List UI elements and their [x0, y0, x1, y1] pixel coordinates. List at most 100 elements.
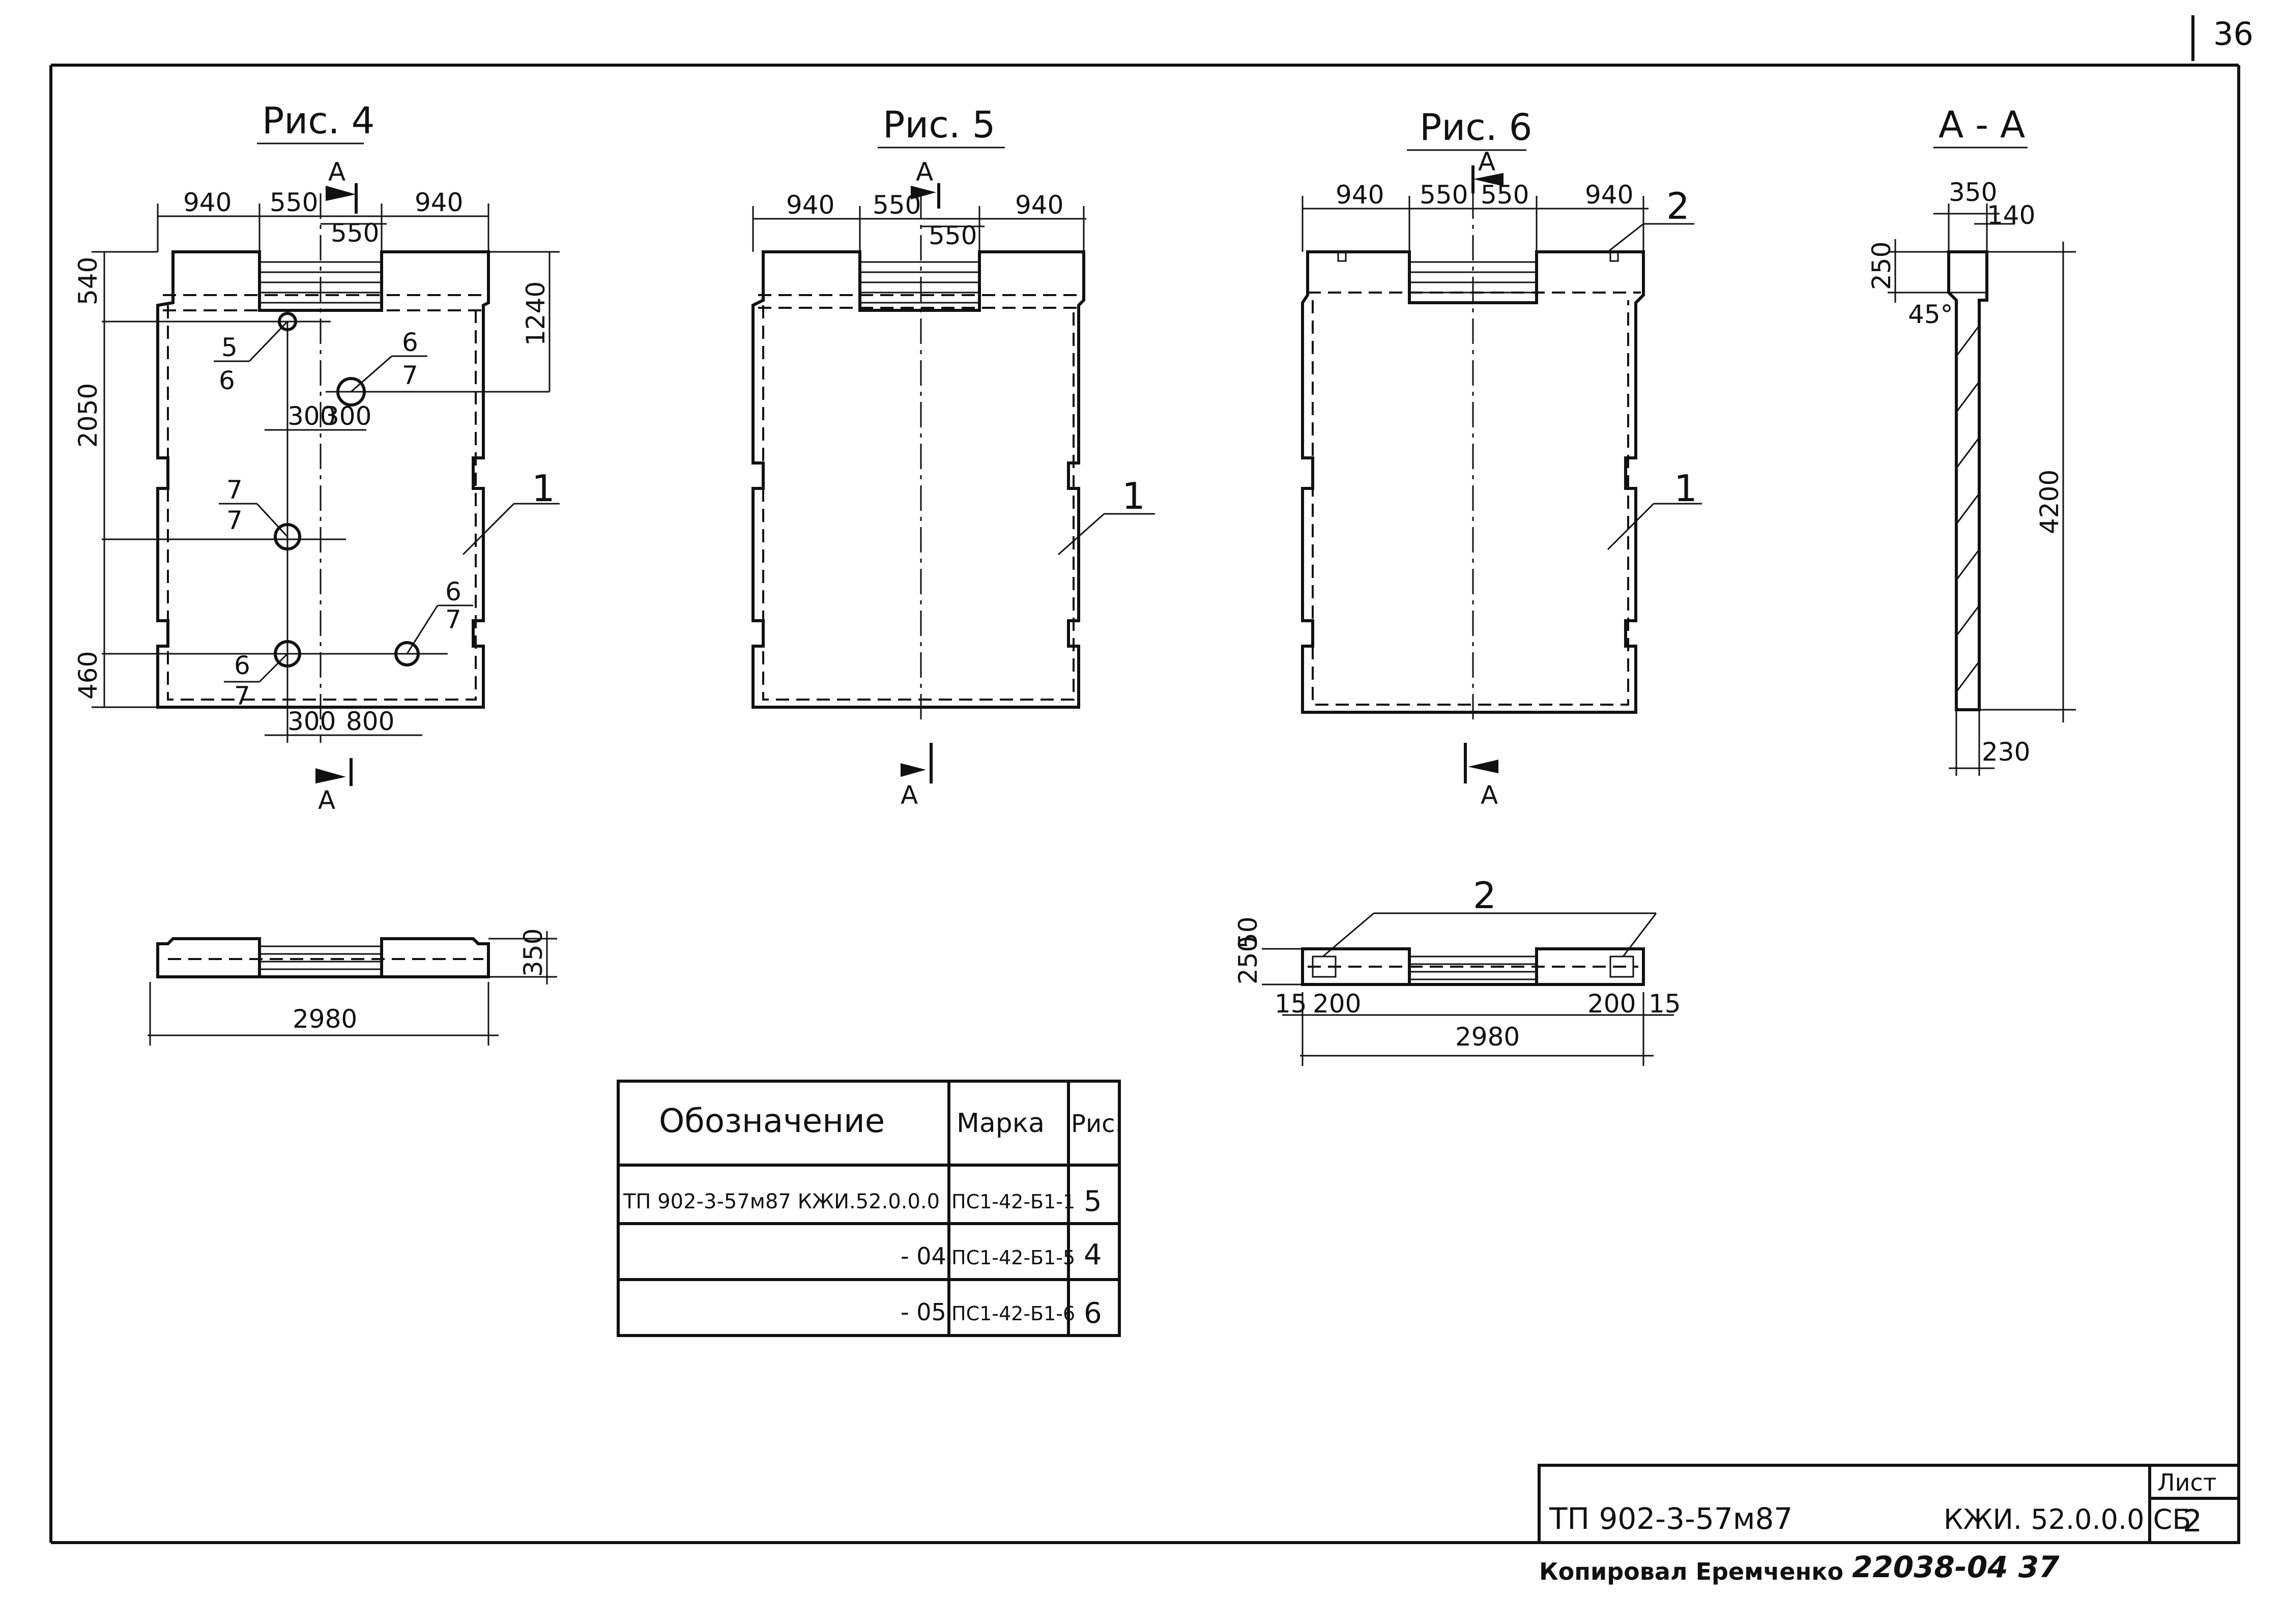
table-row: ТП 902-3-57м87 КЖИ.52.0.0.0 ПС1-42-Б1-1 …	[623, 1185, 1102, 1218]
spec-row-designation: - 05	[901, 1298, 946, 1326]
fig4-hole-dim-lower-2: 800	[346, 707, 394, 736]
fig4-hole-dim-upper-2: 300	[323, 401, 371, 431]
fig5-dim-top-1: 940	[786, 190, 834, 220]
fig4-dim-left-1: 540	[73, 257, 103, 305]
spec-row-fig: 6	[1084, 1297, 1102, 1330]
spec-header-designation: Обозначение	[659, 1103, 885, 1140]
svg-text:7: 7	[445, 605, 461, 634]
fig4-callout: 7 7	[219, 475, 288, 538]
fig5-item-1: 1	[1122, 475, 1145, 517]
fig4-panel-outline	[156, 250, 490, 709]
table-row: - 04 ПС1-42-Б1-5 4	[901, 1238, 1102, 1271]
title-block-code: КЖИ. 52.0.0.0 СБ	[1944, 1503, 2191, 1535]
title-block: ТП 902-3-57м87 КЖИ. 52.0.0.0 СБ Лист 2	[1538, 1464, 2240, 1544]
svg-text:5: 5	[221, 333, 238, 362]
fig6-item-1: 1	[1674, 467, 1697, 510]
svg-text:6: 6	[234, 651, 250, 680]
fig6-dim-top-2: 550	[1420, 180, 1468, 210]
spec-header-fig: Рис.	[1071, 1110, 1123, 1138]
fig6-plan-dim-3: 15	[1275, 989, 1307, 1019]
spec-table: Обозначение Марка Рис. ТП 902-3-57м87 КЖ…	[617, 1080, 1123, 1337]
section-aa-dim-2: 140	[1987, 200, 2035, 230]
section-aa-dim-3: 250	[1867, 242, 1896, 290]
fig5-dim-top-3: 940	[1015, 190, 1063, 220]
section-aa: А - А 350 140 250 45° 4200 230	[1867, 103, 2076, 776]
figure-6: Рис. 6 940 550 550 940 А А 2 1	[1301, 106, 1702, 810]
fig6-plan-item-2: 2	[1473, 874, 1496, 917]
spec-header-mark: Марка	[957, 1108, 1045, 1139]
fig6-section-mark-top: А	[1478, 147, 1495, 177]
fig6-dim-top-3: 550	[1481, 180, 1529, 210]
spec-row-mark: ПС1-42-Б1-5	[951, 1246, 1075, 1269]
fig6-plan-dim-5: 200	[1587, 989, 1636, 1019]
svg-text:7: 7	[226, 475, 243, 505]
fig4-dim-left-2: 2050	[73, 383, 103, 448]
svg-text:6: 6	[219, 366, 235, 395]
fig4-dim-left-3: 460	[73, 651, 103, 700]
fig6-title: Рис. 6	[1420, 106, 1532, 149]
fig4-section-mark-bottom: А	[318, 786, 335, 815]
fig4-callout: 6 7	[406, 577, 473, 654]
footer-copied-by: Копировал Еремченко	[1539, 1558, 1843, 1585]
fig5-panel-outline	[751, 250, 1085, 709]
section-aa-profile	[1947, 250, 1988, 711]
fig6-item-2-top: 2	[1666, 185, 1690, 227]
fig5-section-mark-top: А	[916, 157, 933, 187]
spec-row-fig: 4	[1084, 1238, 1102, 1271]
figure-6-plan: 2 2980 50 250 15 200 200 15	[1233, 874, 1681, 1066]
section-aa-dim-5: 230	[1982, 737, 2030, 767]
figure-4-plan: 2980 350	[148, 929, 557, 1046]
fig4-item-1: 1	[532, 467, 555, 510]
spec-row-mark: ПС1-42-Б1-1	[951, 1191, 1075, 1213]
fig5-dim-sub: 550	[929, 221, 977, 250]
svg-text:7: 7	[226, 506, 243, 535]
fig4-dim-sub: 550	[331, 218, 379, 248]
section-aa-angle: 45°	[1908, 300, 1953, 329]
page-number: 36	[2213, 15, 2253, 52]
spec-row-designation: - 04	[901, 1242, 946, 1270]
figure-5: Рис. 5 940 550 940 550 А А 1	[751, 103, 1155, 810]
fig4-callout: 6 7	[224, 651, 288, 711]
spec-row-fig: 5	[1084, 1185, 1102, 1218]
fig6-plan-dim-4: 200	[1313, 989, 1361, 1019]
fig4-plan-height: 350	[518, 929, 548, 977]
svg-text:7: 7	[234, 681, 250, 711]
fig4-hole-dim-upper-1: 300	[287, 401, 336, 431]
fig6-dim-top-4: 940	[1585, 180, 1633, 210]
fig6-plan-dim-2: 250	[1233, 936, 1263, 984]
fig6-plan-width: 2980	[1455, 1022, 1520, 1052]
fig4-callout: 5 6	[214, 321, 288, 395]
svg-text:6: 6	[402, 328, 418, 357]
title-block-project: ТП 902-3-57м87	[1549, 1501, 1792, 1536]
fig4-dim-right: 1240	[521, 281, 551, 346]
svg-text:7: 7	[402, 361, 418, 390]
table-row: - 05 ПС1-42-Б1-6 6	[901, 1297, 1102, 1330]
fig4-callout: 6 7	[351, 328, 427, 393]
fig6-section-mark-bottom: А	[1481, 780, 1498, 810]
svg-text:6: 6	[445, 577, 461, 606]
section-aa-hatch	[1955, 325, 1980, 692]
fig5-section-mark-bottom: А	[901, 780, 918, 810]
fig4-dim-top-3: 940	[415, 188, 463, 217]
fig4-title: Рис. 4	[262, 99, 374, 142]
section-aa-dim-1: 350	[1949, 178, 1997, 207]
fig4-hole-dim-lower-1: 300	[287, 707, 336, 736]
spec-row-mark: ПС1-42-Б1-6	[951, 1302, 1075, 1325]
fig5-title: Рис. 5	[883, 103, 995, 146]
fig6-plan-dim-6: 15	[1649, 989, 1681, 1019]
title-block-sheet-label: Лист	[2157, 1469, 2217, 1496]
fig6-dim-top-1: 940	[1336, 180, 1384, 210]
title-block-sheet-number: 2	[2183, 1503, 2202, 1539]
section-aa-dim-4: 4200	[2035, 470, 2064, 534]
fig5-stair-hatch	[860, 261, 979, 304]
figure-4: Рис. 4 940 550 940	[73, 99, 560, 815]
spec-row-designation: ТП 902-3-57м87 КЖИ.52.0.0.0	[623, 1190, 940, 1213]
section-aa-title: А - А	[1939, 103, 2025, 146]
fig4-dim-top-2: 550	[270, 188, 318, 217]
fig6-plan-dim-1: 50	[1233, 916, 1263, 949]
fig4-plan-width: 2980	[293, 1004, 357, 1034]
footer-stamp: 22038-04 37	[1852, 1550, 2060, 1584]
fig4-dim-top-1: 940	[183, 188, 232, 217]
fig4-section-mark-top: А	[328, 157, 345, 187]
